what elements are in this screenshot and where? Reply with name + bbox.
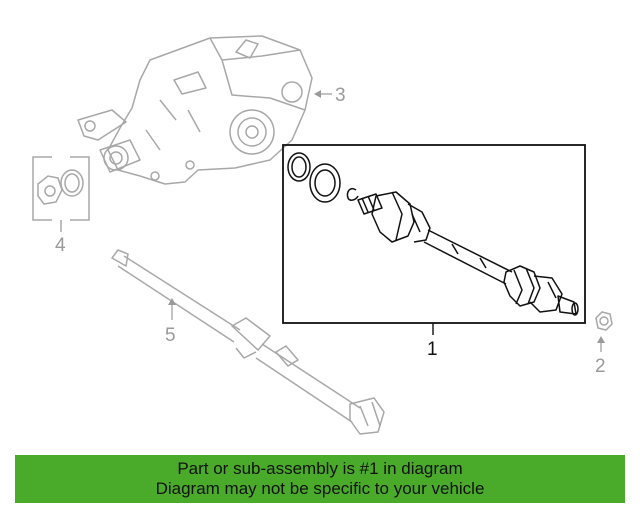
callout-4[interactable]: 4 <box>55 235 66 256</box>
svg-text:2: 2 <box>595 356 606 377</box>
svg-text:3: 3 <box>335 85 346 106</box>
part-1-highlight-box <box>282 144 586 324</box>
seal-nut-part[interactable] <box>32 156 90 232</box>
callout-2[interactable]: 2 <box>595 336 606 377</box>
banner-line-2: Diagram may not be specific to your vehi… <box>155 479 485 498</box>
axle-shaft-assembly-part[interactable] <box>287 152 579 316</box>
info-banner: Part or sub-assembly is #1 in diagram Di… <box>15 455 625 503</box>
rear-differential-part[interactable] <box>77 35 313 185</box>
drive-shaft-part[interactable] <box>111 249 385 435</box>
banner-line-1: Part or sub-assembly is #1 in diagram <box>177 459 463 478</box>
callout-5[interactable]: 5 <box>165 298 176 346</box>
svg-text:5: 5 <box>165 325 176 346</box>
svg-text:1: 1 <box>427 339 438 360</box>
parts-diagram: 3 4 5 2 <box>32 35 613 435</box>
axle-nut-part[interactable] <box>595 311 613 331</box>
callout-3[interactable]: 3 <box>314 85 346 106</box>
callout-1[interactable]: 1 <box>427 323 438 360</box>
